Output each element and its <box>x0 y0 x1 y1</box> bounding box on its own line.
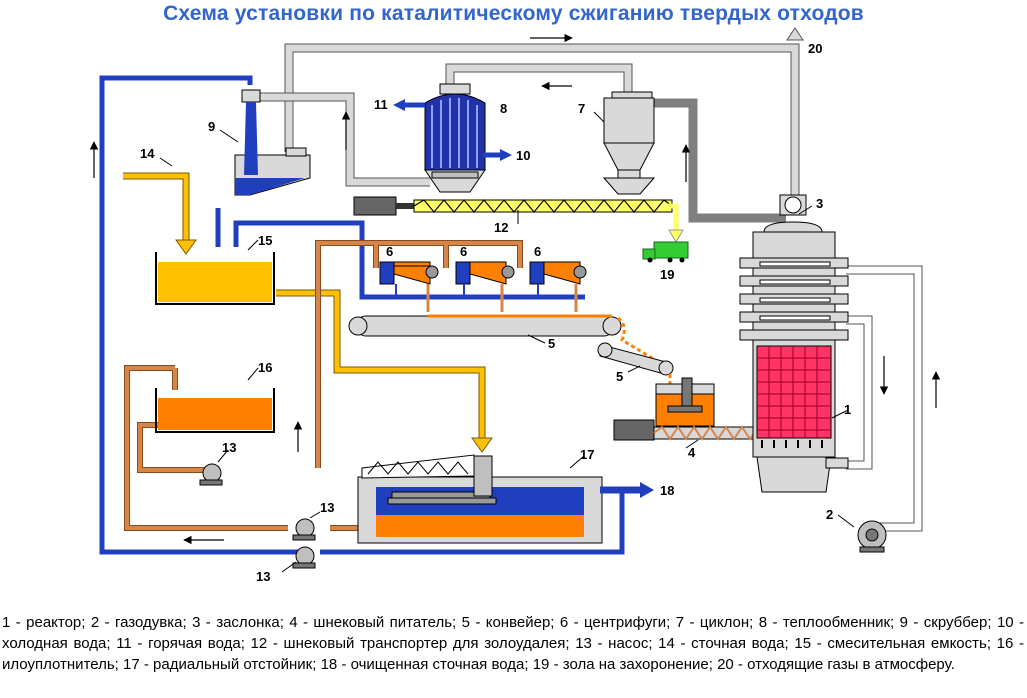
callout-18: 18 <box>660 483 674 498</box>
callout-16: 16 <box>258 360 272 375</box>
legend-item: 19 - зола на захоронение; <box>532 656 713 673</box>
callout-1: 1 <box>844 402 851 417</box>
callout-2: 2 <box>826 507 833 522</box>
callout-13b: 13 <box>320 500 334 515</box>
blower-2 <box>857 520 887 553</box>
legend-item: 11 - горячая вода; <box>116 635 245 652</box>
screw-feeder-4 <box>613 377 755 441</box>
scrubber-9 <box>234 89 311 196</box>
pump-13-mid <box>292 518 316 541</box>
legend-item: 4 - шнековый питатель; <box>289 614 457 631</box>
ash-screw-conveyor-12 <box>353 196 684 243</box>
sludge-thickener-16 <box>155 388 275 433</box>
diagram-title: Схема установки по каталитическому сжига… <box>163 2 864 25</box>
flue-gas-pipe <box>650 98 786 223</box>
gas-pipes <box>260 43 923 532</box>
legend-item: 14 - сточная вода; <box>658 635 789 652</box>
mixing-tank-15 <box>155 252 275 305</box>
legend-item: 8 - теплообменник; <box>758 614 895 631</box>
legend-item: 5 - конвейер; <box>461 614 555 631</box>
pump-13-bottom <box>292 546 316 569</box>
callout-5a: 5 <box>548 336 555 351</box>
centrifuges-6 <box>379 261 587 312</box>
centrifuge-3 <box>529 261 587 312</box>
callout-4: 4 <box>688 445 696 460</box>
callout-5b: 5 <box>616 369 623 384</box>
callout-9: 9 <box>208 119 215 134</box>
legend-item: 6 - центрифуги; <box>559 614 671 631</box>
reactor-1 <box>739 194 849 493</box>
pump-13-top <box>199 463 223 486</box>
callout-leaders <box>159 111 855 573</box>
legend-item: 18 - очищенная сточная вода; <box>320 656 529 673</box>
legend-item: 15 - смесительная емкость; <box>794 635 991 652</box>
callout-6b: 6 <box>460 244 467 259</box>
legend: 1 - реактор; 2 - газодувка; 3 - заслонка… <box>2 612 1024 675</box>
legend-item: 9 - скруббер; <box>899 614 992 631</box>
cyclone-7 <box>602 91 656 195</box>
legend-item: 12 - шнековый транспортер для золоудалея… <box>250 635 570 652</box>
conveyor-5-incline <box>597 342 674 392</box>
callouts: 1 2 3 4 5 5 6 6 6 7 8 9 10 11 12 13 13 1… <box>140 41 851 584</box>
legend-item: 16 - илоуплотнитель; <box>2 635 1025 673</box>
flow-arrows <box>89 33 941 545</box>
callout-13a: 13 <box>222 440 236 455</box>
exhaust-arrow-head <box>786 27 804 41</box>
callout-20: 20 <box>808 41 822 56</box>
centrifuge-2 <box>455 261 515 312</box>
callout-17: 17 <box>580 447 594 462</box>
legend-item: 10 - холодная вода; <box>2 614 1025 652</box>
callout-14: 14 <box>140 146 155 161</box>
legend-item: 1 - реактор; <box>2 614 86 631</box>
callout-11: 11 <box>374 97 388 112</box>
legend-item: 3 - заслонка; <box>192 614 284 631</box>
centrifuge-1 <box>379 261 439 312</box>
callout-19: 19 <box>660 267 674 282</box>
callout-7: 7 <box>578 101 585 116</box>
callout-15: 15 <box>258 233 272 248</box>
radial-settler-17 <box>357 454 654 544</box>
callout-10: 10 <box>516 148 530 163</box>
process-diagram: 1 2 3 4 5 5 6 6 6 7 8 9 10 11 12 13 13 1… <box>89 27 941 584</box>
callout-3: 3 <box>816 196 823 211</box>
conveyor-5-main <box>348 314 666 368</box>
callout-6c: 6 <box>534 244 541 259</box>
callout-6a: 6 <box>386 244 393 259</box>
callout-8: 8 <box>500 101 507 116</box>
legend-item: 2 - газодувка; <box>90 614 187 631</box>
legend-item: 17 - радиальный отстойник; <box>123 656 317 673</box>
callout-13c: 13 <box>256 569 270 584</box>
callout-12: 12 <box>494 220 508 235</box>
legend-item: 20 - отходящие газы в атмосферу. <box>717 656 955 673</box>
heat-exchanger-8 <box>393 83 512 193</box>
legend-item: 7 - циклон; <box>675 614 754 631</box>
legend-item: 13 - насос; <box>575 635 653 652</box>
truck-icon <box>642 241 689 263</box>
